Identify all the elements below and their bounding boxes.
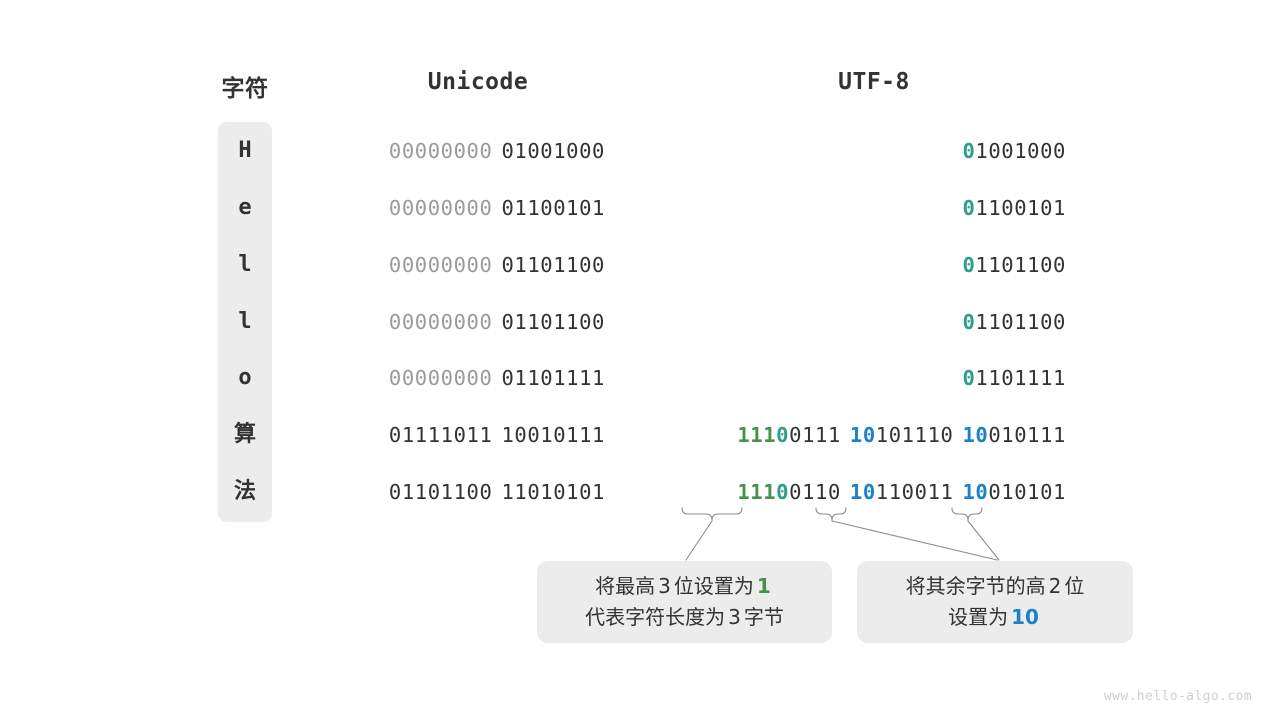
utf8-bits-dark: 110011	[875, 480, 954, 504]
unicode-byte: 00000000	[388, 310, 493, 334]
leader-line-leading-byte	[685, 520, 713, 561]
character-cell: H	[238, 138, 252, 163]
unicode-byte: 01101100	[501, 310, 605, 334]
column-header-utf8: UTF-8	[838, 69, 910, 95]
column-header-character: 字符	[221, 76, 269, 102]
utf8-bits-teal: 0	[962, 366, 976, 390]
callout-1-highlight: 1	[756, 574, 771, 598]
unicode-byte: 01101100	[388, 480, 493, 504]
character-cell: l	[238, 309, 252, 334]
unicode-byte: 01100101	[501, 196, 605, 220]
utf8-bits-dark: 010101	[988, 480, 1066, 504]
unicode-byte: 00000000	[388, 366, 493, 390]
character-column-panel	[218, 122, 272, 522]
callout-2-text-b: 位	[1064, 574, 1085, 598]
utf8-bits-dark: 1101100	[975, 310, 1066, 334]
utf8-bits-blue: 10	[849, 480, 876, 504]
character-cell: 算	[233, 422, 256, 447]
utf8-cell: 01100101	[640, 195, 1066, 221]
utf8-bits-dark: 0111	[789, 423, 841, 447]
brace-continuation-byte-1	[815, 507, 847, 521]
unicode-cell: 01111011 10010111	[300, 422, 605, 448]
watermark: www.hello-algo.com	[1103, 689, 1252, 704]
utf8-bits-blue: 10	[962, 480, 989, 504]
callout-1-num-2: 3	[728, 605, 741, 629]
unicode-byte: 01111011	[388, 423, 493, 447]
callout-1-text-d: 字节	[743, 605, 784, 629]
utf8-bits-dark: 1001000	[975, 139, 1066, 163]
unicode-byte: 00000000	[388, 253, 493, 277]
utf8-bits-blue: 10	[849, 423, 876, 447]
utf8-bits-teal: 0	[962, 253, 976, 277]
utf8-bits-dark: 1100101	[975, 196, 1066, 220]
character-cell: l	[238, 252, 252, 277]
utf8-bits-teal: 0	[776, 423, 790, 447]
utf8-bits-teal: 0	[962, 310, 976, 334]
utf8-bits-dark: 101110	[875, 423, 954, 447]
unicode-byte: 01001000	[501, 139, 605, 163]
callout-1-text-b: 位设置为	[673, 574, 754, 598]
unicode-byte: 01101100	[501, 253, 605, 277]
utf8-cell: 01001000	[640, 138, 1066, 164]
unicode-byte: 10010111	[501, 423, 605, 447]
unicode-cell: 00000000 01101100	[300, 309, 605, 335]
utf8-bits-dark: 1101111	[975, 366, 1066, 390]
unicode-cell: 00000000 01101100	[300, 252, 605, 278]
character-cell: o	[238, 365, 252, 390]
utf8-bits-teal: 0	[962, 196, 976, 220]
brace-leading-byte	[681, 507, 743, 521]
callout-2-num-1: 2	[1048, 574, 1062, 598]
column-header-unicode: Unicode	[427, 69, 529, 95]
utf8-bits-green: 111	[737, 480, 777, 504]
utf8-bits-dark: 1101100	[975, 253, 1066, 277]
utf8-cell: 01101111	[640, 365, 1066, 391]
unicode-cell: 01101100 11010101	[300, 479, 605, 505]
character-cell: 法	[233, 479, 256, 504]
callout-2-text-a: 将其余字节的高	[905, 574, 1046, 598]
leader-line-continuation-1	[831, 520, 998, 561]
unicode-cell: 00000000 01100101	[300, 195, 605, 221]
utf8-cell: 01101100	[640, 309, 1066, 335]
callout-1-text-a: 将最高	[595, 574, 656, 598]
utf8-bits-blue: 10	[962, 423, 989, 447]
utf8-cell: 01101100	[640, 252, 1066, 278]
utf8-bits-green: 111	[737, 423, 777, 447]
unicode-cell: 00000000 01001000	[300, 138, 605, 164]
unicode-byte: 01101111	[501, 366, 605, 390]
character-cell: e	[238, 195, 252, 220]
utf8-bits-dark: 010111	[988, 423, 1066, 447]
brace-continuation-byte-2	[951, 507, 983, 521]
unicode-byte: 11010101	[501, 480, 605, 504]
unicode-cell: 00000000 01101111	[300, 365, 605, 391]
utf8-bits-teal: 0	[962, 139, 976, 163]
unicode-byte: 00000000	[388, 196, 493, 220]
leader-line-continuation-2	[967, 520, 1000, 561]
utf8-bits-teal: 0	[776, 480, 790, 504]
callout-1-num-1: 3	[658, 574, 671, 598]
callout-1-text-c: 代表字符长度为	[585, 605, 726, 629]
callout-2-text-c: 设置为	[948, 605, 1009, 629]
callout-2-highlight: 10	[1011, 605, 1039, 629]
utf8-bits-dark: 0110	[789, 480, 841, 504]
unicode-byte: 00000000	[388, 139, 493, 163]
